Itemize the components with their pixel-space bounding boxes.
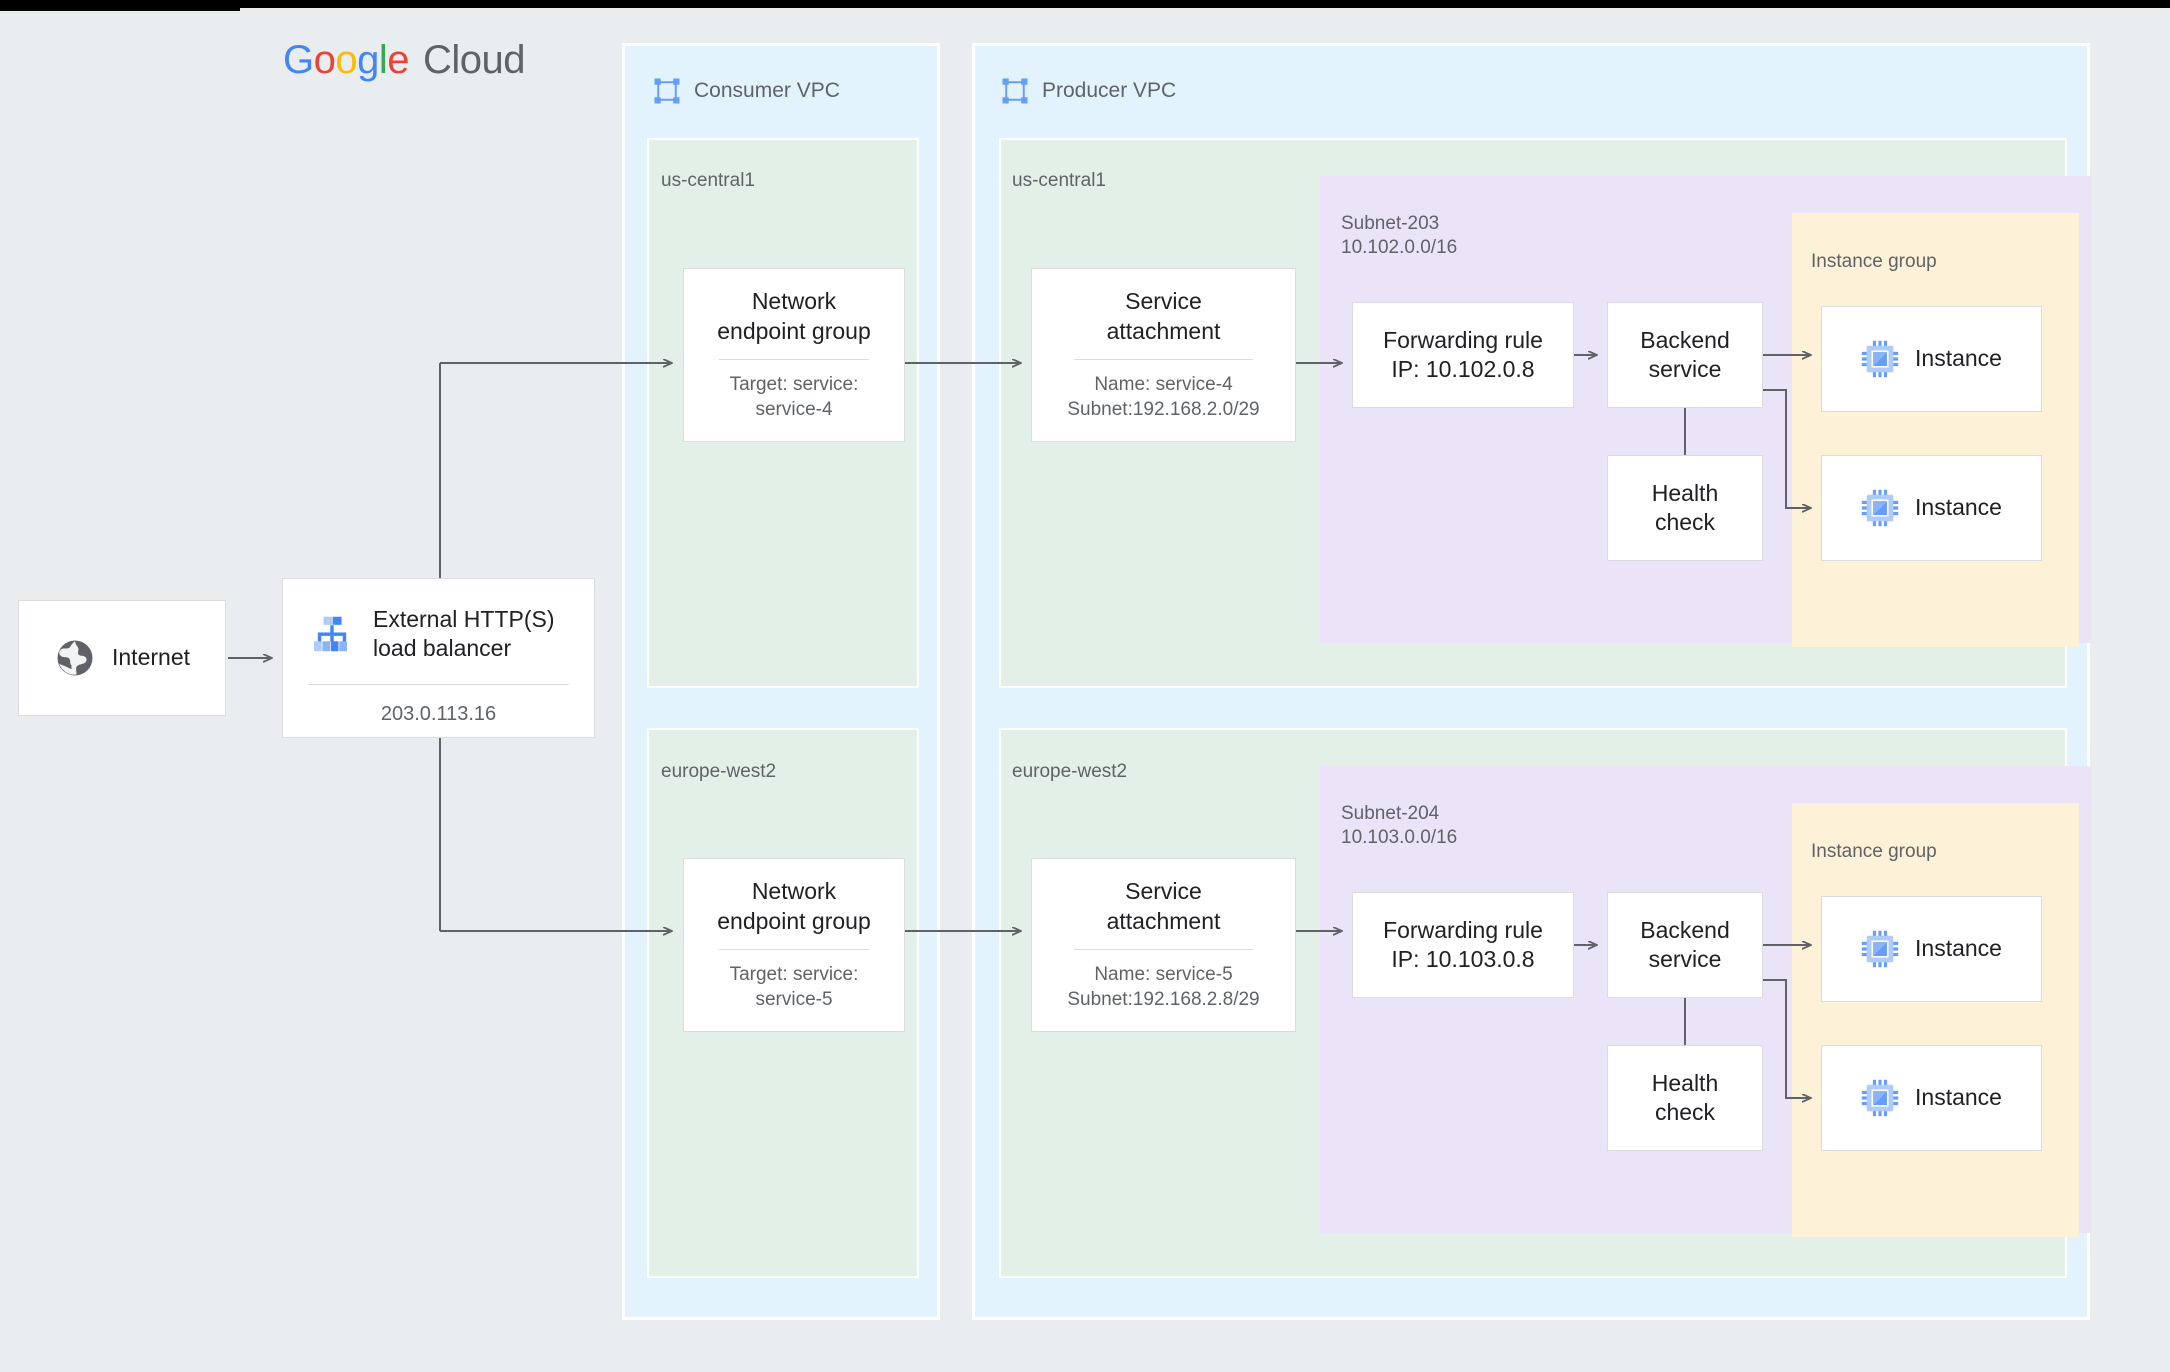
load-balancer-ip: 203.0.113.16 xyxy=(380,702,497,725)
instance-chip-icon xyxy=(1861,489,1899,527)
instance-group-label-us-central1: Instance group xyxy=(1811,251,1937,272)
producer-region-label-europe-west2: europe-west2 xyxy=(1012,761,1128,782)
load-balancer-card[interactable]: External HTTP(S) load balancer 203.0.113… xyxy=(282,578,595,738)
card-divider xyxy=(719,949,869,951)
producer-vpc-title: Producer VPC xyxy=(1042,79,1177,102)
instance-chip-icon xyxy=(1861,340,1899,378)
service-attachment-title: Service attachment xyxy=(1106,288,1221,344)
card-divider xyxy=(1074,949,1253,951)
forwarding-rule-title: Forwarding rule IP: 10.103.0.8 xyxy=(1383,916,1543,972)
instance-card-europe-west2-1[interactable]: Instance xyxy=(1821,896,2042,1002)
backend-service-us-central1[interactable]: Backend service xyxy=(1607,302,1763,408)
health-check-us-central1[interactable]: Health check xyxy=(1607,455,1763,561)
vpc-icon xyxy=(1002,78,1028,104)
instance-label: Instance xyxy=(1915,1084,2002,1111)
subnet-204-cidr: 10.103.0.0/16 xyxy=(1341,826,1458,848)
producer-region-label-us-central1: us-central1 xyxy=(1012,170,1106,191)
consumer-neg-us-central1[interactable]: Network endpoint group Target: service: … xyxy=(683,268,905,442)
consumer-vpc-header: Consumer VPC xyxy=(652,76,840,106)
instance-group-box-europe-west2 xyxy=(1792,803,2079,1237)
backend-service-title: Backend service xyxy=(1640,916,1730,972)
internet-label: Internet xyxy=(112,644,190,671)
instance-group-box-us-central1 xyxy=(1792,213,2079,647)
logo-letter-e: e xyxy=(387,38,410,82)
instance-label: Instance xyxy=(1915,935,2002,962)
instance-chip-icon xyxy=(1861,930,1899,968)
logo-letter-o2: o xyxy=(335,38,358,82)
service-attachment-title: Service attachment xyxy=(1106,878,1221,934)
internet-card[interactable]: Internet xyxy=(18,600,226,716)
card-divider xyxy=(1074,359,1253,361)
load-balancer-label: External HTTP(S) load balancer xyxy=(373,606,555,662)
backend-service-europe-west2[interactable]: Backend service xyxy=(1607,892,1763,998)
instance-chip-icon xyxy=(1861,1079,1899,1117)
neg-title: Network endpoint group xyxy=(717,878,871,934)
card-divider xyxy=(719,359,869,361)
consumer-vpc-title: Consumer VPC xyxy=(694,79,840,102)
backend-service-title: Backend service xyxy=(1640,326,1730,382)
consumer-region-label-europe-west2: europe-west2 xyxy=(661,761,777,782)
producer-vpc-header: Producer VPC xyxy=(1000,76,1176,106)
forwarding-rule-title: Forwarding rule IP: 10.102.0.8 xyxy=(1383,326,1543,382)
logo-word-cloud: Cloud xyxy=(423,38,526,82)
logo-letter-l: l xyxy=(378,38,388,82)
instance-card-us-central1-1[interactable]: Instance xyxy=(1821,306,2042,412)
consumer-region-label-us-central1: us-central1 xyxy=(661,170,755,191)
top-black-bar-left xyxy=(0,0,240,11)
health-check-europe-west2[interactable]: Health check xyxy=(1607,1045,1763,1151)
neg-target: Target: service: service-5 xyxy=(729,964,859,1010)
health-check-title: Health check xyxy=(1651,1069,1719,1125)
producer-service-attachment-europe-west2[interactable]: Service attachment Name: service-5 Subne… xyxy=(1031,858,1296,1032)
globe-icon xyxy=(57,640,93,676)
subnet-204-label: Subnet-204 10.103.0.0/16 xyxy=(1341,802,1457,850)
subnet-203-cidr: 10.102.0.0/16 xyxy=(1341,236,1458,258)
logo-letter-g2: g xyxy=(357,38,379,82)
top-black-bar xyxy=(0,0,2170,8)
subnet-203-label: Subnet-203 10.102.0.0/16 xyxy=(1341,212,1457,260)
logo-letter-g: G xyxy=(283,38,314,82)
neg-target: Target: service: service-4 xyxy=(729,374,859,420)
subnet-203-name: Subnet-203 xyxy=(1341,213,1440,234)
vpc-icon xyxy=(654,78,680,104)
card-divider xyxy=(307,683,570,685)
health-check-title: Health check xyxy=(1651,479,1719,535)
instance-card-europe-west2-2[interactable]: Instance xyxy=(1821,1045,2042,1151)
forwarding-rule-us-central1[interactable]: Forwarding rule IP: 10.102.0.8 xyxy=(1352,302,1574,408)
consumer-neg-europe-west2[interactable]: Network endpoint group Target: service: … xyxy=(683,858,905,1032)
service-attachment-details: Name: service-4 Subnet:192.168.2.0/29 xyxy=(1067,374,1260,420)
load-balancer-icon xyxy=(313,617,347,652)
google-cloud-logo: Google Cloud xyxy=(283,38,526,83)
logo-letter-o1: o xyxy=(313,38,336,82)
load-balancer-top: External HTTP(S) load balancer xyxy=(283,579,594,664)
forwarding-rule-europe-west2[interactable]: Forwarding rule IP: 10.103.0.8 xyxy=(1352,892,1574,998)
producer-service-attachment-us-central1[interactable]: Service attachment Name: service-4 Subne… xyxy=(1031,268,1296,442)
instance-label: Instance xyxy=(1915,494,2002,521)
neg-title: Network endpoint group xyxy=(717,288,871,344)
service-attachment-details: Name: service-5 Subnet:192.168.2.8/29 xyxy=(1067,964,1260,1010)
instance-card-us-central1-2[interactable]: Instance xyxy=(1821,455,2042,561)
instance-group-label-europe-west2: Instance group xyxy=(1811,841,1937,862)
instance-label: Instance xyxy=(1915,345,2002,372)
subnet-204-name: Subnet-204 xyxy=(1341,803,1440,824)
